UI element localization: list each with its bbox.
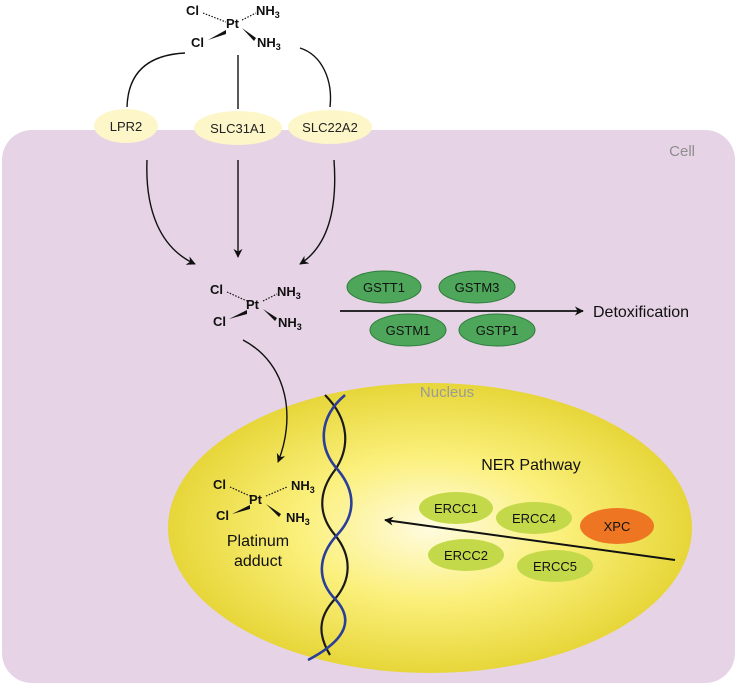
enzyme-label: GSTM1 [386,323,431,338]
chlorine-atom: Cl [210,282,223,297]
adduct-label-line2: adduct [234,553,283,570]
enzyme-ercc4: ERCC4 [496,502,572,534]
chlorine-atom: Cl [191,35,204,50]
enzyme-ercc1: ERCC1 [419,492,493,524]
nuclear-entry-arrow [242,339,288,463]
adduct-label-line1: Platinum [227,533,289,550]
enzyme-label: GSTT1 [363,280,405,295]
nucleus-label: Nucleus [420,384,474,401]
enzyme-ercc5: ERCC5 [517,550,593,582]
enzyme-label: ERCC2 [444,548,488,563]
nucleus [168,383,692,673]
ner-pathway-title: NER Pathway [481,457,581,474]
enzyme-gstt1: GSTT1 [346,270,422,304]
chlorine-atom: Cl [213,477,226,492]
transporter-lpr2: LPR2 [94,109,158,143]
cisplatin-molecule-extracellular: Cl Pt NH3 Cl NH3 [186,3,281,52]
enzyme-label: GSTP1 [476,323,519,338]
dna-double-helix [307,394,353,662]
enzyme-ercc2: ERCC2 [428,539,504,571]
chlorine-atom: Cl [213,314,226,329]
uptake-path-lpr2 [126,52,186,108]
chlorine-atom: Cl [186,3,199,18]
enzyme-label: ERCC1 [434,501,478,516]
platinum-adduct-molecule: Cl Pt NH3 Cl NH3 [213,477,315,527]
platinum-atom: Pt [246,297,260,312]
enzyme-gstp1: GSTP1 [458,313,536,347]
enzyme-label: ERCC5 [533,559,577,574]
detox-label: Detoxification [593,304,689,321]
cell-label: Cell [669,143,695,160]
chlorine-atom: Cl [216,508,229,523]
transporter-label: SLC22A2 [302,120,358,135]
dna-strand-blue [307,394,353,662]
import-arrow-lpr2 [146,159,196,265]
import-arrow-slc22a2 [299,159,336,265]
ammonia-group: NH3 [256,3,280,20]
ammonia-group: NH3 [278,315,302,332]
ner-repair-arrow [384,516,676,561]
uptake-path-slc22a2 [299,47,332,108]
ammonia-group: NH3 [286,510,310,527]
cisplatin-molecule-intracellular: Cl Pt NH3 Cl NH3 [210,282,302,332]
enzyme-label: XPC [604,519,631,534]
enzyme-xpc: XPC [580,508,654,544]
ammonia-group: NH3 [277,284,301,301]
dna-strand-black [320,394,349,656]
enzyme-gstm1: GSTM1 [369,313,447,347]
platinum-atom: Pt [226,16,240,31]
ammonia-group: NH3 [257,35,281,52]
platinum-atom: Pt [249,492,263,507]
ammonia-group: NH3 [291,478,315,495]
transporter-label: LPR2 [110,119,143,134]
enzyme-gstm3: GSTM3 [438,270,516,304]
transporter-label: SLC31A1 [210,121,266,136]
transporter-slc31a1: SLC31A1 [194,111,282,145]
enzyme-label: ERCC4 [512,511,556,526]
transporter-slc22a2: SLC22A2 [288,110,372,144]
enzyme-label: GSTM3 [455,280,500,295]
